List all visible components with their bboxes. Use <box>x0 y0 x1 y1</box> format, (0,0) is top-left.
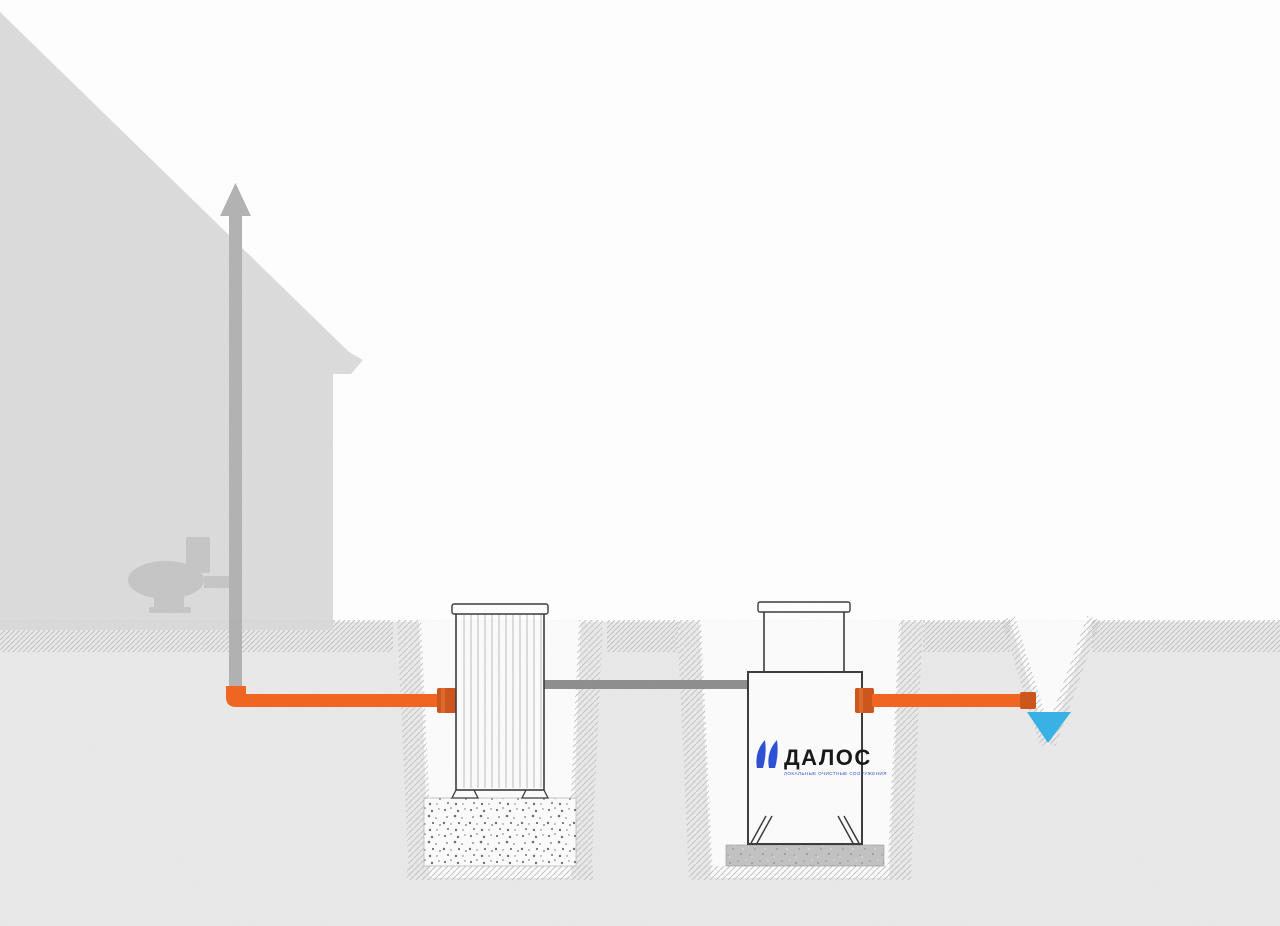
paper-texture-sky <box>0 0 1280 622</box>
paper-texture-soil <box>0 620 1280 926</box>
